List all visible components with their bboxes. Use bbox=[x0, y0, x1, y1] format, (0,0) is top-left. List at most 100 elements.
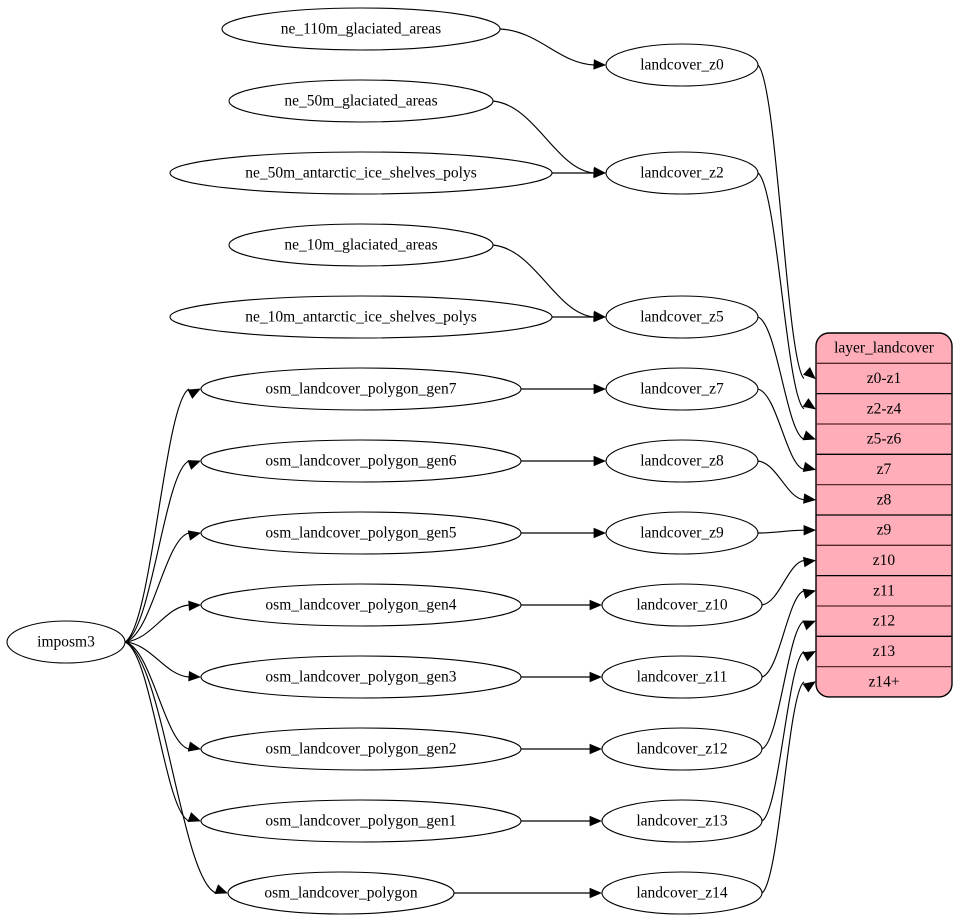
edge bbox=[761, 590, 805, 678]
node-osm_landcover_polygon_gen2[interactable]: osm_landcover_polygon_gen2 bbox=[200, 727, 522, 771]
node-osm_landcover_polygon_gen7[interactable]: osm_landcover_polygon_gen7 bbox=[200, 367, 522, 411]
table-row-label[interactable]: z14+ bbox=[868, 673, 899, 690]
edge bbox=[124, 641, 190, 822]
table-row-label[interactable]: z8 bbox=[877, 491, 892, 508]
node-label: osm_landcover_polygon_gen2 bbox=[265, 741, 456, 758]
edge-arrowhead bbox=[214, 884, 228, 894]
edge bbox=[757, 460, 805, 501]
node-landcover_z14[interactable]: landcover_z14 bbox=[601, 871, 763, 915]
node-ellipse bbox=[601, 871, 763, 915]
node-ellipse bbox=[200, 439, 522, 483]
edge bbox=[124, 604, 190, 643]
edge bbox=[124, 460, 190, 643]
node-label: landcover_z2 bbox=[640, 165, 724, 182]
edge-arrowhead bbox=[802, 556, 817, 568]
edge-arrowhead bbox=[803, 493, 817, 504]
edge bbox=[499, 28, 595, 66]
table-row-label[interactable]: z7 bbox=[877, 461, 892, 478]
node-ellipse bbox=[200, 583, 522, 627]
table-row-label[interactable]: z2-z4 bbox=[867, 400, 902, 417]
node-ellipse bbox=[605, 295, 759, 339]
table-row-label[interactable]: z10 bbox=[873, 552, 896, 569]
node-landcover_z11[interactable]: landcover_z11 bbox=[601, 655, 763, 699]
edge bbox=[757, 172, 805, 410]
node-label: ne_50m_antarctic_ice_shelves_polys bbox=[245, 165, 477, 182]
edge-arrowhead bbox=[187, 388, 201, 399]
node-label: osm_landcover_polygon_gen1 bbox=[265, 813, 456, 830]
node-label: osm_landcover_polygon_gen3 bbox=[265, 669, 456, 686]
node-ellipse bbox=[169, 151, 553, 195]
edge bbox=[492, 244, 595, 318]
node-ellipse bbox=[601, 799, 763, 843]
node-ellipse bbox=[605, 367, 759, 411]
table-row-label[interactable]: z12 bbox=[873, 613, 895, 630]
edge-arrowhead bbox=[187, 741, 202, 752]
edge-arrowhead bbox=[589, 599, 603, 611]
node-landcover_z13[interactable]: landcover_z13 bbox=[601, 799, 763, 843]
node-ne_50m_glaciated_areas[interactable]: ne_50m_glaciated_areas bbox=[228, 79, 494, 123]
node-ellipse bbox=[605, 511, 759, 555]
node-ellipse bbox=[228, 223, 494, 267]
edge-arrowhead bbox=[593, 167, 607, 179]
node-osm_landcover_polygon_gen1[interactable]: osm_landcover_polygon_gen1 bbox=[200, 799, 522, 843]
node-ellipse bbox=[601, 727, 763, 771]
table-row-label[interactable]: z9 bbox=[877, 522, 892, 539]
node-osm_landcover_polygon[interactable]: osm_landcover_polygon bbox=[227, 871, 455, 915]
node-ellipse bbox=[6, 620, 126, 664]
table-row-label[interactable]: z13 bbox=[873, 643, 896, 660]
edge-arrowhead bbox=[803, 367, 816, 380]
node-label: landcover_z14 bbox=[636, 885, 727, 902]
node-landcover_z9[interactable]: landcover_z9 bbox=[605, 511, 759, 555]
edge-arrowhead bbox=[593, 59, 607, 70]
node-ellipse bbox=[200, 511, 522, 555]
node-label: ne_10m_glaciated_areas bbox=[284, 237, 437, 254]
node-ne_10m_glaciated_areas[interactable]: ne_10m_glaciated_areas bbox=[228, 223, 494, 267]
node-ellipse bbox=[169, 295, 553, 339]
node-landcover_z8[interactable]: landcover_z8 bbox=[605, 439, 759, 483]
edge bbox=[492, 100, 595, 174]
table-row-label[interactable]: z5-z6 bbox=[867, 431, 902, 448]
node-osm_landcover_polygon_gen4[interactable]: osm_landcover_polygon_gen4 bbox=[200, 583, 522, 627]
node-osm_landcover_polygon_gen3[interactable]: osm_landcover_polygon_gen3 bbox=[200, 655, 522, 699]
node-landcover_z5[interactable]: landcover_z5 bbox=[605, 295, 759, 339]
edge bbox=[761, 650, 805, 822]
edge bbox=[124, 641, 217, 894]
node-imposm3[interactable]: imposm3 bbox=[6, 620, 126, 664]
node-ne_110m_glaciated_areas[interactable]: ne_110m_glaciated_areas bbox=[221, 7, 501, 51]
table-row-label[interactable]: z0-z1 bbox=[867, 370, 901, 387]
edge-arrowhead bbox=[802, 461, 817, 472]
node-landcover_z12[interactable]: landcover_z12 bbox=[601, 727, 763, 771]
node-label: landcover_z10 bbox=[636, 597, 727, 614]
edge bbox=[761, 681, 805, 894]
node-landcover_z2[interactable]: landcover_z2 bbox=[605, 151, 759, 195]
node-landcover_z10[interactable]: landcover_z10 bbox=[601, 583, 763, 627]
node-ellipse bbox=[228, 79, 494, 123]
edge-arrowhead bbox=[188, 670, 202, 682]
edge-arrowhead bbox=[187, 530, 202, 541]
node-label: ne_110m_glaciated_areas bbox=[281, 21, 441, 38]
table-row-label[interactable]: z11 bbox=[873, 582, 895, 599]
node-label: landcover_z0 bbox=[640, 57, 724, 74]
node-ne_10m_antarctic_ice_shelves_polys[interactable]: ne_10m_antarctic_ice_shelves_polys bbox=[169, 295, 553, 339]
node-ellipse bbox=[605, 439, 759, 483]
node-label: landcover_z5 bbox=[640, 309, 724, 326]
edge bbox=[757, 529, 805, 534]
node-landcover_z0[interactable]: landcover_z0 bbox=[605, 43, 759, 87]
layer-landcover-table[interactable]: layer_landcoverz0-z1z2-z4z5-z6z7z8z9z10z… bbox=[815, 332, 953, 698]
node-label: imposm3 bbox=[37, 634, 95, 651]
edge-arrowhead bbox=[802, 650, 816, 662]
node-landcover_z7[interactable]: landcover_z7 bbox=[605, 367, 759, 411]
node-label: landcover_z9 bbox=[640, 525, 724, 542]
edge-arrowhead bbox=[802, 588, 817, 599]
node-ellipse bbox=[200, 367, 522, 411]
node-osm_landcover_polygon_gen6[interactable]: osm_landcover_polygon_gen6 bbox=[200, 439, 522, 483]
edge bbox=[757, 64, 805, 379]
node-osm_landcover_polygon_gen5[interactable]: osm_landcover_polygon_gen5 bbox=[200, 511, 522, 555]
edge-arrowhead bbox=[803, 525, 817, 536]
edge-arrowhead bbox=[589, 815, 603, 827]
node-ne_50m_antarctic_ice_shelves_polys[interactable]: ne_50m_antarctic_ice_shelves_polys bbox=[169, 151, 553, 195]
edge-arrowhead bbox=[802, 681, 816, 693]
node-ellipse bbox=[200, 655, 522, 699]
